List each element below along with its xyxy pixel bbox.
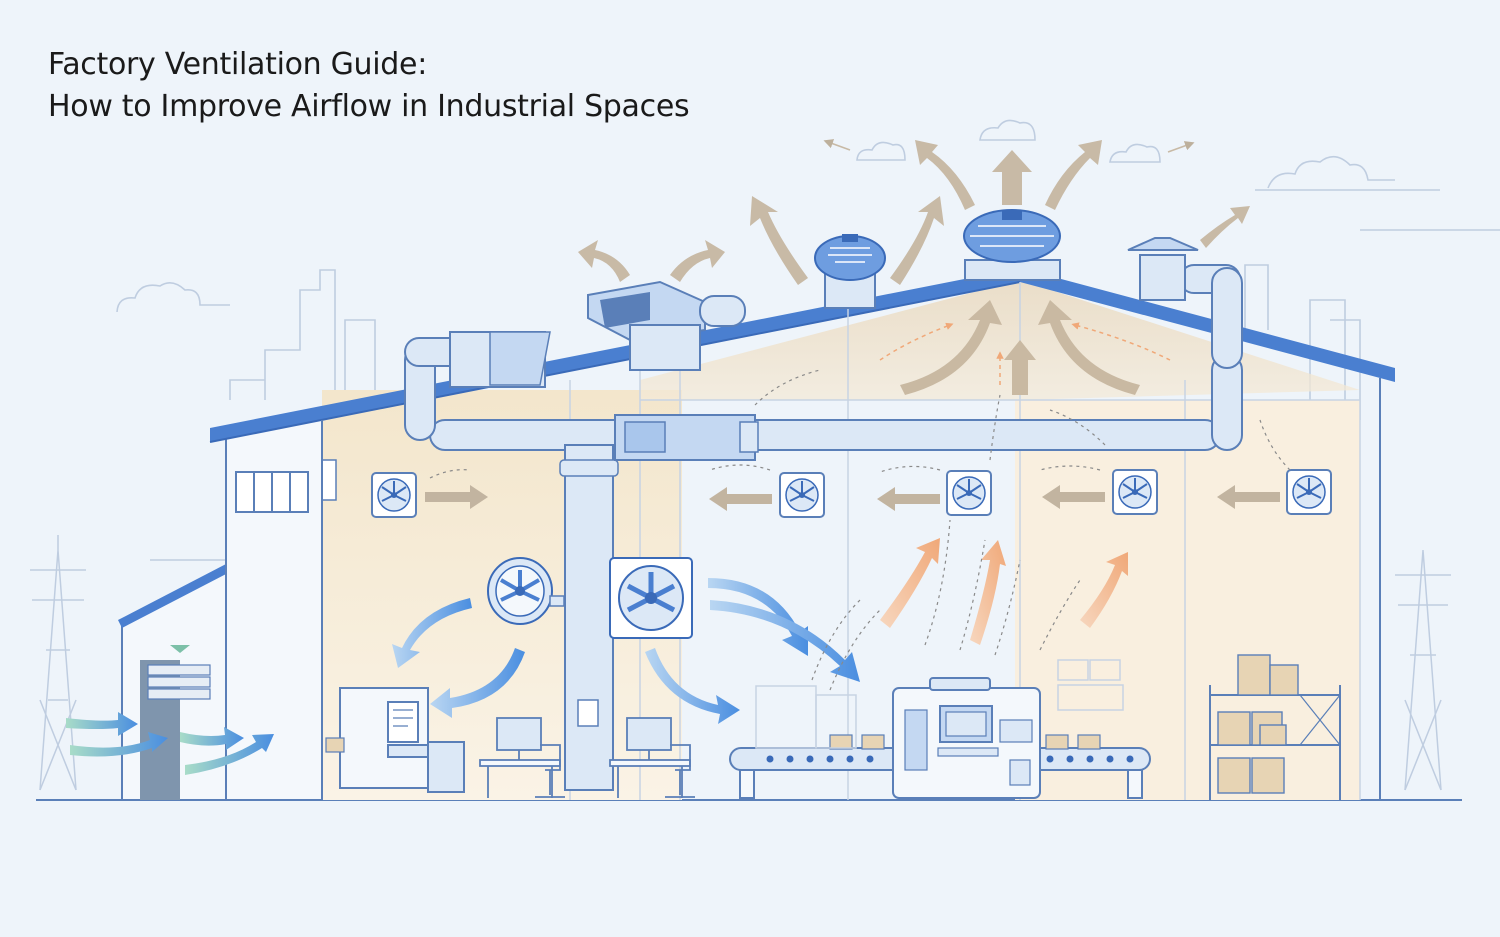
faint-equipment xyxy=(755,659,1124,749)
fan-icon xyxy=(609,557,693,639)
roof-turbine-icon xyxy=(963,209,1061,281)
fan-icon xyxy=(1112,469,1158,515)
title-line-2: How to Improve Airflow in Industrial Spa… xyxy=(48,89,690,124)
fan-icon xyxy=(487,557,565,625)
wall-fans xyxy=(371,469,1332,518)
left-intake-unit xyxy=(449,331,551,388)
wall-fan-airflow xyxy=(425,485,1280,511)
roof-interior-glow xyxy=(640,280,1360,400)
main-roof xyxy=(209,268,1395,443)
workstation-icon xyxy=(479,717,695,798)
interior-right-wall xyxy=(1015,400,1360,800)
exhaust-arrow-icon xyxy=(578,140,1250,285)
fan-icon xyxy=(1286,469,1332,515)
cool-airflow xyxy=(392,578,860,724)
roof-chimney-vent xyxy=(1127,237,1199,301)
hot-airflow xyxy=(880,538,1128,645)
wall-fan-dashed xyxy=(429,369,1291,479)
machine-icon xyxy=(892,677,1041,799)
roof-interior-dashed-hot xyxy=(879,322,1171,385)
roof-turbine-icon xyxy=(814,234,886,309)
pylon-left xyxy=(30,535,86,791)
small-exhaust-arrows xyxy=(823,139,1195,153)
shelf-boxes-icon xyxy=(1209,654,1341,800)
main-ducting xyxy=(404,264,1243,791)
title-line-1: Factory Ventilation Guide: xyxy=(48,47,428,82)
roof-hood-unit xyxy=(587,280,746,371)
hot-dashed xyxy=(811,394,1081,691)
fresh-airflow xyxy=(66,712,274,775)
fan-icon xyxy=(779,472,825,518)
page-title: Factory Ventilation Guide: How to Improv… xyxy=(48,44,690,128)
fan-icon xyxy=(946,470,992,516)
pylon-right xyxy=(1395,549,1451,791)
cloud-icon xyxy=(116,119,1395,313)
fan-icon xyxy=(371,472,417,518)
left-tall-wall xyxy=(225,416,337,801)
roof-interior-airflow xyxy=(900,300,1140,395)
machine-icon xyxy=(325,687,465,793)
